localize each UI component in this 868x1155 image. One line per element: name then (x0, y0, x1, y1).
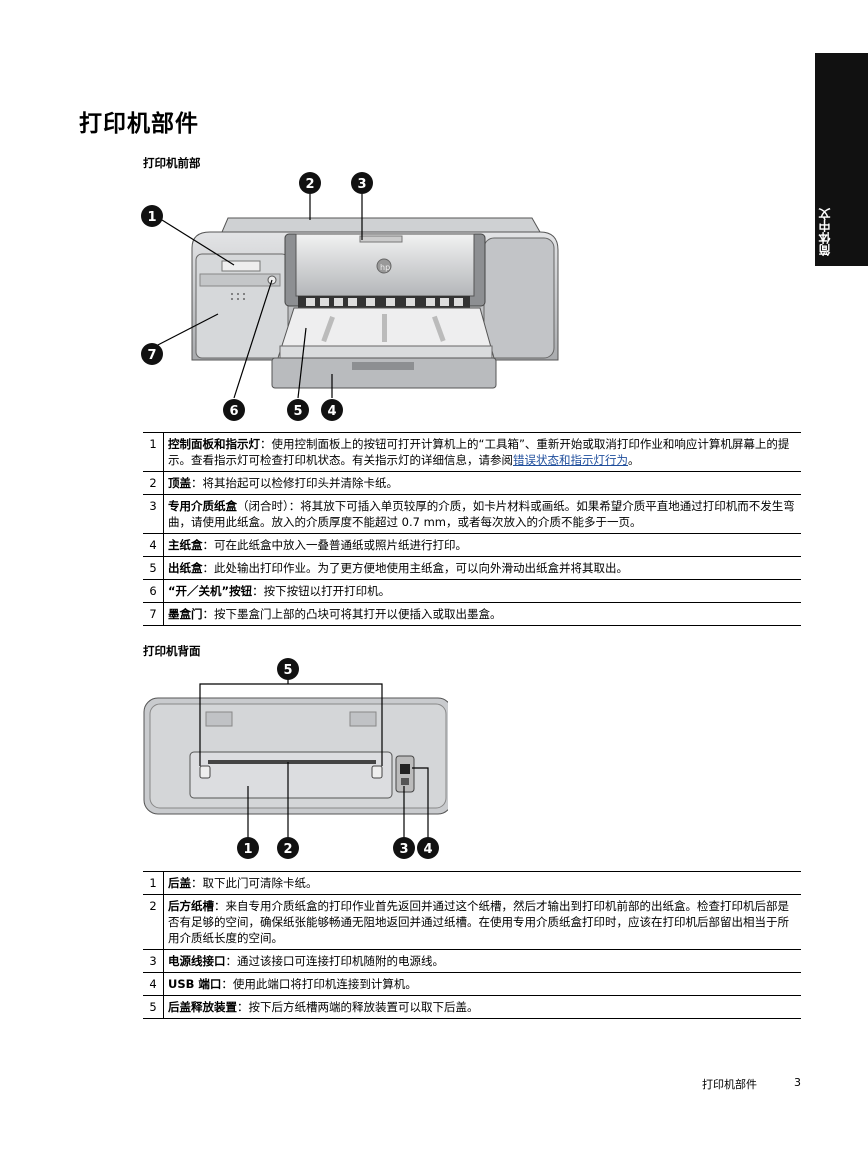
table-row: 4 主纸盒：可在此纸盒中放入一叠普通纸或照片纸进行打印。 (143, 533, 801, 557)
page-number: 3 (794, 1076, 801, 1089)
row-number: 1 (143, 871, 164, 895)
svg-text:1: 1 (147, 210, 156, 225)
table-row: 3 电源线接口：通过该接口可连接打印机随附的电源线。 (143, 949, 801, 973)
callout-6: 6 (223, 399, 245, 421)
row-description: 顶盖：将其抬起可以检修打印头并清除卡纸。 (163, 471, 801, 495)
row-number: 1 (143, 432, 164, 472)
front-section-heading: 打印机前部 (143, 156, 201, 170)
row-description: 专用介质纸盒（闭合时）：将其放下可插入单页较厚的介质，如卡片材料或画纸。如果希望… (163, 494, 801, 534)
row-description: 控制面板和指示灯：使用控制面板上的按钮可打开计算机上的“工具箱”、重新开始或取消… (163, 432, 801, 472)
svg-text:3: 3 (399, 842, 408, 857)
svg-text:1: 1 (243, 842, 252, 857)
row-description: 后盖释放装置：按下后方纸槽两端的释放装置可以取下后盖。 (163, 995, 801, 1019)
row-number: 2 (143, 894, 164, 950)
row-description: 电源线接口：通过该接口可连接打印机随附的电源线。 (163, 949, 801, 973)
language-tab-label: 简体中文 (818, 208, 832, 256)
callout-2: 2 (299, 172, 321, 194)
svg-text:4: 4 (423, 842, 432, 857)
row-number: 6 (143, 579, 164, 603)
back-parts-table: 1 后盖：取下此门可清除卡纸。 2 后方纸槽：来自专用介质纸盒的打印作业首先返回… (143, 871, 801, 1019)
row-number: 4 (143, 972, 164, 996)
svg-text:hp: hp (380, 263, 390, 272)
callout-2: 2 (277, 837, 299, 859)
table-row: 7 墨盒门：按下墨盒门上部的凸块可将其打开以便插入或取出墨盒。 (143, 602, 801, 626)
table-row: 4 USB 端口：使用此端口将打印机连接到计算机。 (143, 972, 801, 996)
callout-4: 4 (417, 837, 439, 859)
callout-3: 3 (351, 172, 373, 194)
svg-text:4: 4 (327, 404, 336, 419)
callout-7: 7 (141, 343, 163, 365)
row-description: 后方纸槽：来自专用介质纸盒的打印作业首先返回并通过这个纸槽，然后才输出到打印机前… (163, 894, 801, 950)
row-number: 5 (143, 556, 164, 580)
svg-text:2: 2 (305, 177, 314, 192)
svg-text:7: 7 (147, 348, 156, 363)
page-title: 打印机部件 (79, 111, 199, 137)
row-number: 5 (143, 995, 164, 1019)
svg-text:5: 5 (283, 663, 292, 678)
row-description: 后盖：取下此门可清除卡纸。 (163, 871, 801, 895)
table-row: 5 后盖释放装置：按下后方纸槽两端的释放装置可以取下后盖。 (143, 995, 801, 1019)
back-section-heading: 打印机背面 (143, 644, 201, 658)
table-row: 3 专用介质纸盒（闭合时）：将其放下可插入单页较厚的介质，如卡片材料或画纸。如果… (143, 494, 801, 534)
callout-5: 5 (277, 658, 299, 680)
svg-text:6: 6 (229, 404, 238, 419)
row-number: 7 (143, 602, 164, 626)
callout-1: 1 (141, 205, 163, 227)
table-row: 2 顶盖：将其抬起可以检修打印头并清除卡纸。 (143, 471, 801, 495)
row-number: 4 (143, 533, 164, 557)
printer-front-illustration: hp 1 2 3 4 5 6 7 (141, 172, 559, 421)
table-row: 5 出纸盒：此处输出打印作业。为了更方便地使用主纸盒，可以向外滑动出纸盒并将其取… (143, 556, 801, 580)
row-description: 墨盒门：按下墨盒门上部的凸块可将其打开以便插入或取出墨盒。 (163, 602, 801, 626)
svg-text:2: 2 (283, 842, 292, 857)
table-row: 6 “开／关机”按钮：按下按钮以打开打印机。 (143, 579, 801, 603)
front-parts-table: 1 控制面板和指示灯：使用控制面板上的按钮可打开计算机上的“工具箱”、重新开始或… (143, 432, 801, 626)
row-number: 2 (143, 471, 164, 495)
svg-text:3: 3 (357, 177, 366, 192)
row-description: “开／关机”按钮：按下按钮以打开打印机。 (163, 579, 801, 603)
table-row: 2 后方纸槽：来自专用介质纸盒的打印作业首先返回并通过这个纸槽，然后才输出到打印… (143, 894, 801, 950)
error-status-link[interactable]: 错误状态和指示灯行为 (513, 453, 628, 467)
table-row: 1 后盖：取下此门可清除卡纸。 (143, 871, 801, 895)
row-description: USB 端口：使用此端口将打印机连接到计算机。 (163, 972, 801, 996)
callout-5: 5 (287, 399, 309, 421)
svg-text:5: 5 (293, 404, 302, 419)
footer-section-label: 打印机部件 (702, 1078, 757, 1091)
table-row: 1 控制面板和指示灯：使用控制面板上的按钮可打开计算机上的“工具箱”、重新开始或… (143, 432, 801, 472)
printer-back-illustration: 5 1 2 3 4 (143, 658, 448, 859)
callout-4: 4 (321, 399, 343, 421)
callout-3: 3 (393, 837, 415, 859)
callout-1: 1 (237, 837, 259, 859)
row-description: 出纸盒：此处输出打印作业。为了更方便地使用主纸盒，可以向外滑动出纸盒并将其取出。 (163, 556, 801, 580)
row-number: 3 (143, 494, 164, 534)
row-description: 主纸盒：可在此纸盒中放入一叠普通纸或照片纸进行打印。 (163, 533, 801, 557)
row-number: 3 (143, 949, 164, 973)
language-tab (815, 53, 868, 266)
